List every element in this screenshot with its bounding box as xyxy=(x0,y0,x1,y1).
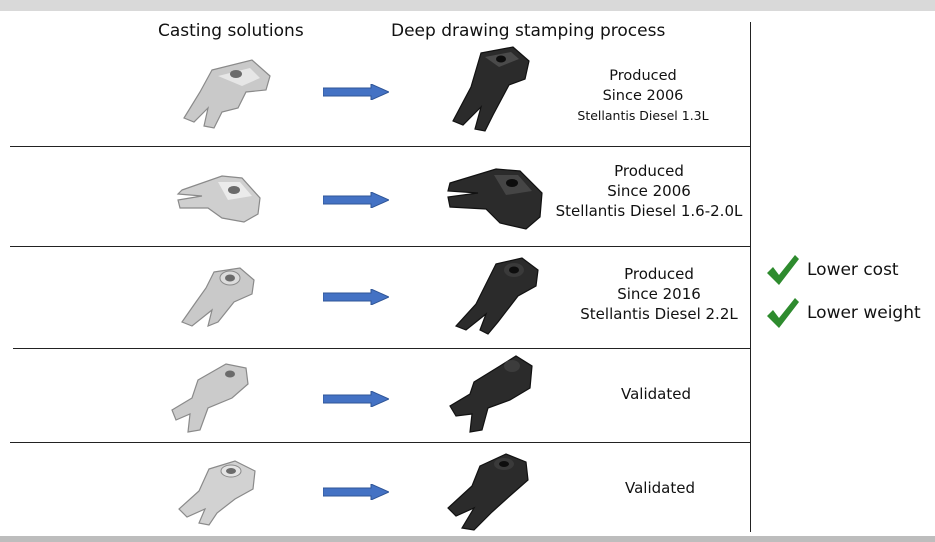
bottom-bar xyxy=(0,536,935,542)
checkmark-icon xyxy=(767,255,799,285)
cast-part-image xyxy=(176,175,261,223)
row-divider xyxy=(13,348,750,349)
status-line: Validated xyxy=(621,385,691,403)
status-since: Since 2006 xyxy=(607,182,691,200)
engine-model: Stellantis Diesel 1.6-2.0L xyxy=(555,202,743,220)
status-text: Validated xyxy=(604,478,716,498)
engine-model: Stellantis Diesel 2.2L xyxy=(580,305,738,323)
status-since: Since 2016 xyxy=(617,285,701,303)
arrow-right-icon xyxy=(323,391,389,407)
status-line: Validated xyxy=(625,479,695,497)
arrow-right-icon xyxy=(323,192,389,208)
benefit-label: Lower weight xyxy=(807,303,921,323)
checkmark-icon xyxy=(767,298,799,328)
casting-solutions-header: Casting solutions xyxy=(158,21,304,41)
cast-part-image xyxy=(178,460,256,526)
cast-part-image xyxy=(183,59,271,129)
stamped-part-image xyxy=(449,355,533,433)
status-text: Produced Since 2006 Stellantis Diesel 1.… xyxy=(553,161,745,221)
stamped-part-image xyxy=(452,46,530,132)
vertical-divider xyxy=(750,22,751,532)
arrow-right-icon xyxy=(323,289,389,305)
status-since: Since 2006 xyxy=(602,88,684,104)
arrow-right-icon xyxy=(323,484,389,500)
status-text: Produced Since 2006 Stellantis Diesel 1.… xyxy=(565,66,721,126)
benefit-label: Lower cost xyxy=(807,260,899,280)
status-line: Produced xyxy=(624,265,694,283)
status-text: Produced Since 2016 Stellantis Diesel 2.… xyxy=(578,264,740,324)
arrow-right-icon xyxy=(323,84,389,100)
status-text: Validated xyxy=(600,384,712,404)
stamped-part-image xyxy=(447,168,543,230)
top-bar xyxy=(0,0,935,11)
benefit-lower-cost: Lower cost xyxy=(765,253,899,287)
row-divider xyxy=(10,246,750,247)
stamping-process-header: Deep drawing stamping process xyxy=(391,21,666,41)
status-line: Produced xyxy=(614,162,684,180)
stamped-part-image xyxy=(447,453,529,531)
cast-part-image xyxy=(181,267,255,327)
stamped-part-image xyxy=(454,257,539,335)
status-line: Produced xyxy=(609,68,677,84)
row-divider xyxy=(10,442,750,443)
engine-model: Stellantis Diesel 1.3L xyxy=(577,108,709,123)
benefit-lower-weight: Lower weight xyxy=(765,296,921,330)
cast-part-image xyxy=(171,363,249,433)
row-divider xyxy=(10,146,750,147)
